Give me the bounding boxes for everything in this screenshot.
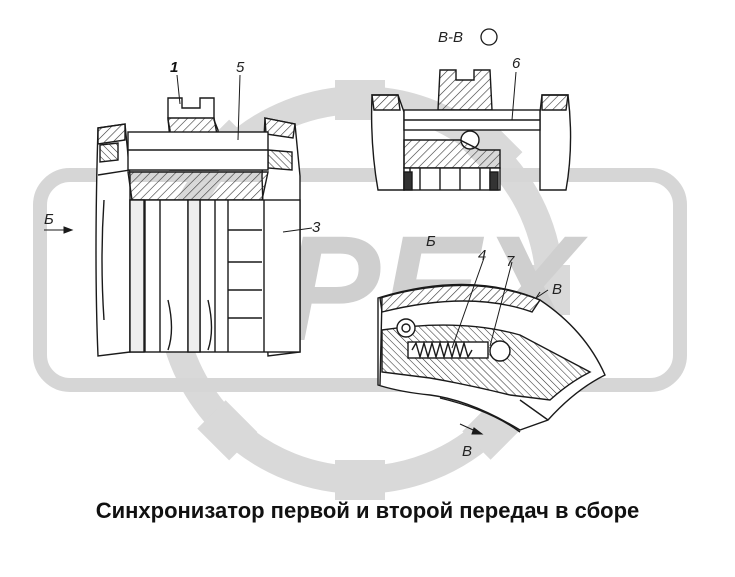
label-part-4: 4: [478, 247, 486, 264]
section-leaders: [480, 28, 517, 121]
label-part-3: 3: [312, 219, 321, 236]
label-view-b-detail: Б: [426, 233, 436, 250]
label-section-v-bottom: В: [462, 443, 472, 460]
label-part-1: 1: [170, 59, 178, 76]
section-circle-icon: [480, 28, 498, 46]
figure-caption: Синхронизатор первой и второй передач в …: [95, 498, 640, 523]
label-section-vv: В-В: [438, 29, 463, 46]
view-b-arrow: [44, 226, 74, 234]
label-section-v-top: В: [552, 281, 562, 298]
label-part-7: 7: [506, 253, 515, 270]
main-assembly-view: [95, 97, 301, 357]
detail-b-view: [377, 283, 606, 433]
label-part-6: 6: [512, 55, 521, 72]
main-leaders: [176, 74, 313, 233]
section-vv-view: [370, 69, 572, 191]
label-view-b-left: Б: [44, 211, 54, 228]
detail-leaders: [451, 257, 549, 435]
label-part-5: 5: [236, 59, 245, 76]
